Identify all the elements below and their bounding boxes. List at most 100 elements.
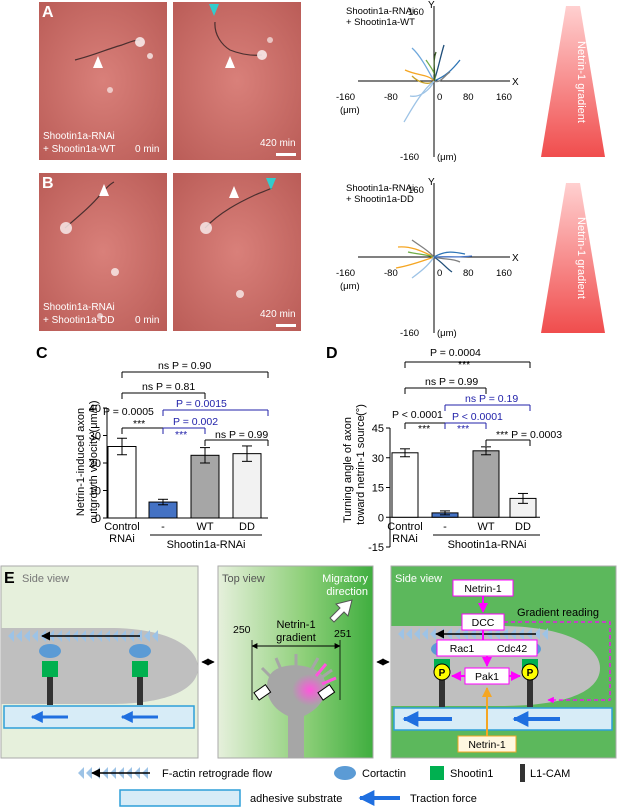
svg-text:+ Shootin1a-WT: + Shootin1a-WT	[346, 17, 415, 28]
c-cat-minus: -	[161, 521, 165, 533]
micrograph-b-0min	[39, 173, 167, 331]
scale-bar	[276, 324, 296, 327]
svg-text:+ Shootin1a-DD: + Shootin1a-DD	[346, 194, 414, 205]
d-cat-control2: RNAi	[392, 533, 418, 545]
svg-text:-160: -160	[400, 328, 419, 339]
svg-text:-160: -160	[336, 268, 355, 279]
svg-text:P < 0.0001: P < 0.0001	[392, 409, 443, 421]
svg-text:(μm): (μm)	[437, 152, 457, 163]
svg-text:***: ***	[418, 423, 430, 435]
svg-text:ns P = 0.19: ns P = 0.19	[465, 393, 518, 405]
e-mid-title: Top view	[222, 573, 265, 585]
caption-line2: + Shootin1a-DD	[43, 315, 114, 326]
y-tick-label: 45	[372, 423, 384, 435]
svg-text:P: P	[527, 668, 534, 679]
panel-letter: E	[4, 570, 15, 587]
micrograph-a-420min	[173, 2, 301, 160]
panel-a: A Shootin1a-RNAi + Shootin1a-WT 0 min 42…	[39, 2, 301, 160]
svg-text:ns P = 0.99: ns P = 0.99	[425, 376, 478, 388]
c-ylabel-2: outgrowth velocity (μm/h)	[88, 400, 100, 523]
svg-text:P = 0.0004: P = 0.0004	[430, 347, 481, 359]
panel-letter: B	[42, 175, 54, 192]
shootin-legend-icon	[430, 766, 444, 780]
svg-text:***: ***	[458, 359, 470, 371]
svg-text:(μm): (μm)	[437, 328, 457, 339]
e-right-title: Side view	[395, 573, 442, 585]
substrate-left	[3, 705, 195, 729]
svg-text:P = 0.0015: P = 0.0015	[176, 398, 227, 410]
d-cat-control: Control	[387, 521, 422, 533]
e-mid-num-left: 250	[233, 624, 251, 636]
c-cat-dd: DD	[239, 521, 255, 533]
svg-text:***: ***	[133, 418, 145, 430]
y-tick-label: 10	[89, 486, 101, 498]
caption-line1: Shootin1a-RNAi	[43, 131, 115, 142]
legend: F-actin retrograde flow Cortactin Shooti…	[78, 764, 570, 807]
gradient-label: Netrin-1 gradient	[575, 41, 587, 123]
svg-text:-80: -80	[384, 92, 398, 103]
time-0: 0 min	[135, 315, 159, 326]
legend-traction: Traction force	[410, 793, 477, 805]
c-cat-control: Control	[104, 521, 139, 533]
c-cat-wt: WT	[196, 521, 213, 533]
svg-text:Y: Y	[428, 0, 435, 11]
e-mid-num-right: 251	[334, 628, 352, 640]
gradient-reading-label: Gradient reading	[517, 607, 599, 619]
c-ylabel-1: Netrin-1-induced axon	[75, 408, 87, 516]
cyan-arrowhead-icon	[266, 178, 276, 190]
bar	[107, 446, 137, 519]
e-mid-dir1: Migratory	[322, 573, 368, 585]
track-plot-a: Y X -160 -80 0 80 160 160 -160 (μm) (μm)…	[336, 0, 605, 163]
svg-text:X: X	[512, 77, 519, 88]
panel-c: C ns P = 0.90 ns P = 0.81 P = 0.0015 P =…	[36, 345, 269, 551]
legend-shootin: Shootin1	[450, 768, 493, 780]
d-cat-minus: -	[443, 521, 447, 533]
substrate-legend-icon	[119, 789, 241, 807]
cyan-arrowhead-icon	[209, 4, 219, 16]
c-group-label: Shootin1a-RNAi	[167, 539, 246, 551]
white-arrowhead-icon	[99, 184, 109, 196]
y-tick-label: 0	[378, 512, 384, 524]
d-ylabel-2: toward netrin-1 source	[355, 415, 367, 524]
svg-text:Y: Y	[428, 177, 435, 188]
e-mid-dir2: direction	[326, 586, 368, 598]
scale-bar	[276, 153, 296, 156]
bar	[472, 450, 500, 518]
svg-text:Shootin1a-RNAi: Shootin1a-RNAi	[346, 6, 414, 17]
micrograph-b-420min	[173, 173, 301, 331]
svg-text:Rac1: Rac1	[450, 643, 475, 655]
svg-text:0: 0	[437, 268, 442, 279]
white-arrowhead-icon	[93, 56, 103, 68]
legend-factin: F-actin retrograde flow	[162, 768, 272, 780]
svg-text:160: 160	[496, 268, 512, 279]
svg-text:DCC: DCC	[472, 617, 495, 629]
svg-text:X: X	[512, 253, 519, 264]
bar	[190, 454, 220, 519]
caption-line1: Shootin1a-RNAi	[43, 302, 115, 313]
svg-text:160: 160	[408, 185, 424, 196]
svg-text:***: ***	[175, 429, 187, 441]
svg-text:0: 0	[437, 92, 442, 103]
netrin-gradient-wedge	[541, 183, 605, 333]
svg-text:160: 160	[408, 7, 424, 18]
d-significance: P = 0.0004 *** ns P = 0.99 ns P = 0.19 P…	[392, 347, 562, 446]
panel-e: E Side view Top view Migratory direction…	[0, 565, 617, 759]
y-tick-label: 15	[372, 483, 384, 495]
legend-cortactin: Cortactin	[362, 768, 406, 780]
svg-text:ns P = 0.81: ns P = 0.81	[142, 381, 195, 393]
svg-text:-80: -80	[384, 268, 398, 279]
migratory-arrow-icon	[329, 599, 353, 623]
svg-text:P: P	[439, 668, 446, 679]
svg-text:-160: -160	[400, 152, 419, 163]
y-tick-label: 30	[372, 453, 384, 465]
l1cam-legend-icon	[520, 764, 525, 782]
netrin-gradient-wedge	[541, 6, 605, 157]
e-mid-grad2: gradient	[276, 632, 316, 644]
svg-text:P = 0.0005: P = 0.0005	[103, 406, 154, 418]
panel-letter: D	[326, 345, 338, 362]
d-group-label: Shootin1a-RNAi	[448, 539, 527, 551]
panel-letter: C	[36, 345, 48, 362]
